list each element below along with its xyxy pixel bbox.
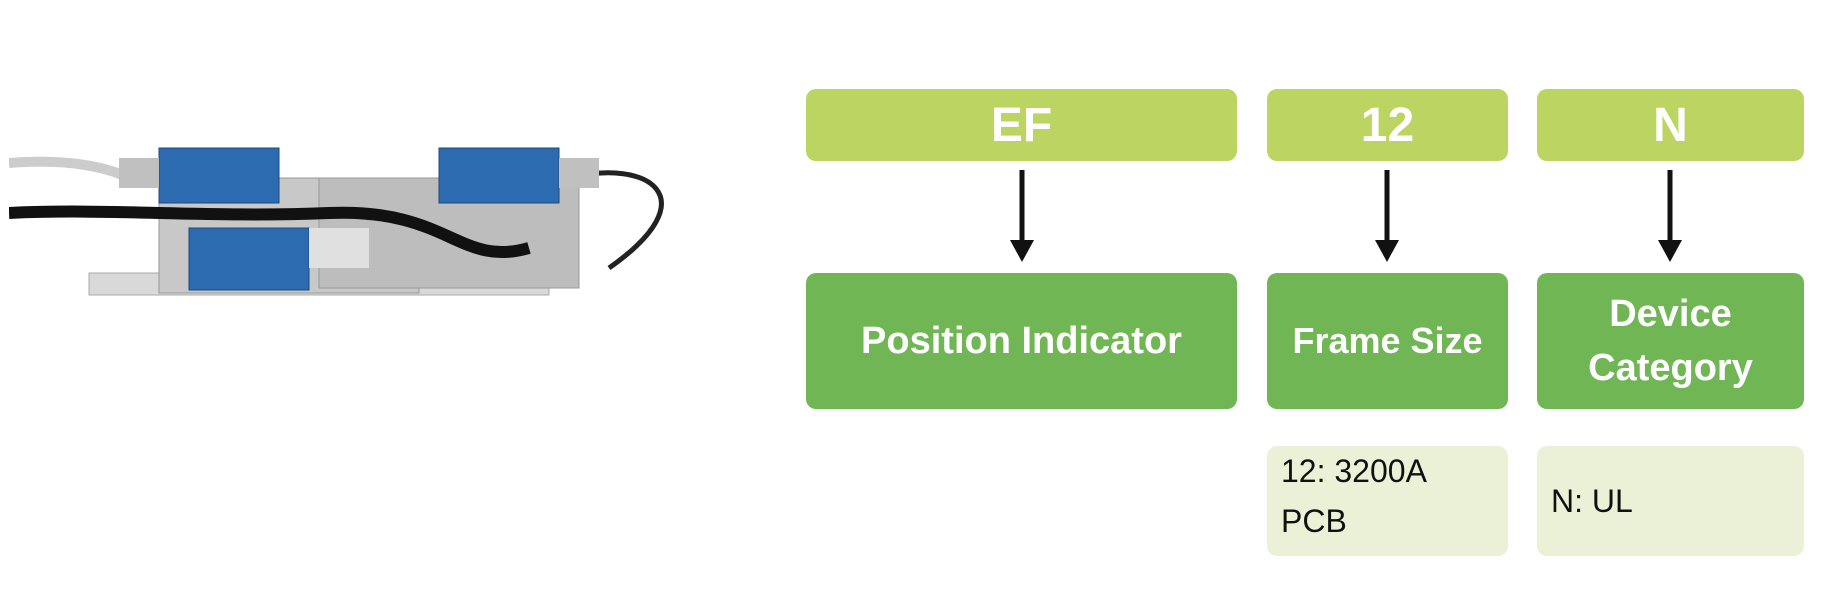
desc-line: N: UL bbox=[1551, 483, 1633, 519]
label-line: Device bbox=[1609, 293, 1732, 335]
position-indicator-photo bbox=[9, 147, 664, 296]
label-position-indicator: Position Indicator bbox=[806, 273, 1237, 409]
arrow-down-icon bbox=[1010, 170, 1034, 262]
arrow-down-icon bbox=[1375, 170, 1399, 262]
desc-frame-size: 12: 3200A PCB bbox=[1267, 446, 1508, 556]
desc-line: PCB bbox=[1281, 503, 1347, 539]
label-device-category: Device Category bbox=[1537, 273, 1804, 409]
desc-device-category: N: UL bbox=[1537, 446, 1804, 556]
code-12: 12 bbox=[1267, 89, 1508, 161]
label-frame-size: Frame Size bbox=[1267, 273, 1508, 409]
desc-line: 12: 3200A bbox=[1281, 453, 1427, 489]
arrow-down-icon bbox=[1658, 170, 1682, 262]
code-ef: EF bbox=[806, 89, 1237, 161]
label-line: Category bbox=[1588, 347, 1753, 389]
code-n: N bbox=[1537, 89, 1804, 161]
